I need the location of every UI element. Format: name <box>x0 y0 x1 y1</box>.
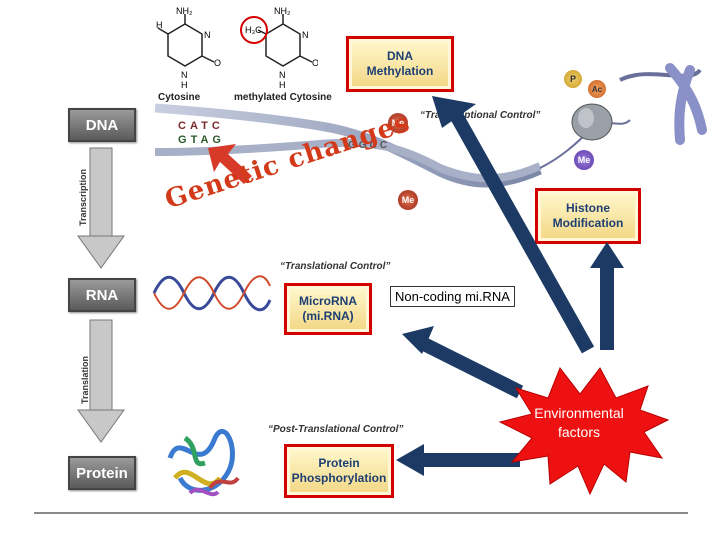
protein-structure-illustration <box>167 428 240 497</box>
translational-control-label: “Translational Control” <box>280 261 391 272</box>
rna-stage-box: RNA <box>68 278 136 312</box>
methyl-mark-me: Me <box>388 113 408 133</box>
dna-stage-box: DNA <box>68 108 136 142</box>
dna-letter: G <box>212 134 225 146</box>
microrna-label: MicroRNA (mi.RNA) <box>290 289 366 329</box>
dna-methylation-box: DNA Methylation <box>346 36 454 92</box>
dna-letter: G <box>348 140 359 151</box>
svg-text:H: H <box>279 80 286 90</box>
transcriptional-control-label: “Transcriptional Control” <box>420 110 541 121</box>
protein-phosphorylation-box: Protein Phosphorylation <box>284 444 394 498</box>
dna-methylation-label: DNA Methylation <box>352 42 448 86</box>
dna-letter: C <box>211 120 224 132</box>
environmental-factors-label: Environmental factors <box>534 405 624 440</box>
genetic-change-arrow <box>208 144 252 184</box>
svg-text:N: N <box>204 30 211 40</box>
translation-arrow <box>77 319 125 443</box>
environmental-starburst <box>498 366 670 496</box>
cytosine-label: Cytosine <box>158 92 201 103</box>
dna-helix-illustration <box>154 63 707 188</box>
histone-modification-label: Histone Modification <box>541 194 635 238</box>
dna-letter: C <box>379 140 391 151</box>
methyl-mark-me: Me <box>398 190 418 210</box>
methylated-cytosine-label: methylated Cytosine <box>234 92 332 103</box>
arrow-to-histone-modification <box>590 242 624 350</box>
histone-ac-mark: Ac <box>588 80 606 98</box>
cytosine-nh2: NH₂ <box>176 6 193 16</box>
histone-me-mark: Me <box>574 150 594 170</box>
svg-text:N: N <box>181 70 188 80</box>
arrow-to-dna-methylation <box>432 96 595 354</box>
dna-letters-top-right: GGCC <box>348 140 390 151</box>
post-translational-control-label: “Post-Translational Control” <box>268 424 404 435</box>
transcription-arrow <box>77 147 125 269</box>
protein-phosphorylation-label: Protein Phosphorylation <box>290 450 388 492</box>
dna-letter: G <box>178 134 191 146</box>
svg-text:N: N <box>279 70 286 80</box>
microrna-box: MicroRNA (mi.RNA) <box>284 283 372 335</box>
dna-letter: C <box>369 140 380 151</box>
histone-modification-box: Histone Modification <box>535 188 641 244</box>
dna-letter: G <box>358 140 370 151</box>
dna-letters-bottom: GTAG <box>178 134 225 146</box>
methylated-cytosine-structure: H₃C N N H O NH₂ <box>240 6 318 90</box>
bottom-divider <box>34 512 688 514</box>
svg-text:H: H <box>181 80 188 90</box>
cytosine-structure: H N N H O NH₂ <box>156 6 221 90</box>
svg-text:H: H <box>156 20 163 30</box>
dna-letter: C <box>178 120 190 132</box>
arrow-to-microrna <box>402 326 524 399</box>
dna-letters-top: CATC <box>178 120 224 132</box>
protein-stage-box: Protein <box>68 456 136 490</box>
methyl-highlight-circle <box>240 16 268 44</box>
methyl-h3c: H₃C <box>245 25 262 35</box>
dna-letter: T <box>190 134 201 146</box>
svg-text:O: O <box>214 58 221 68</box>
methylated-nh2: NH₂ <box>274 6 291 16</box>
noncoding-mirna-label: Non-coding mi.RNA <box>390 286 515 307</box>
histone-p-mark: P <box>564 70 582 88</box>
arrow-to-protein-phosphorylation <box>396 444 520 476</box>
dna-letter: A <box>200 134 213 146</box>
rna-strand-illustration <box>152 275 272 312</box>
dna-letter: A <box>189 120 202 132</box>
dna-letter: T <box>201 120 212 132</box>
svg-text:O: O <box>312 58 318 68</box>
svg-text:N: N <box>302 30 309 40</box>
